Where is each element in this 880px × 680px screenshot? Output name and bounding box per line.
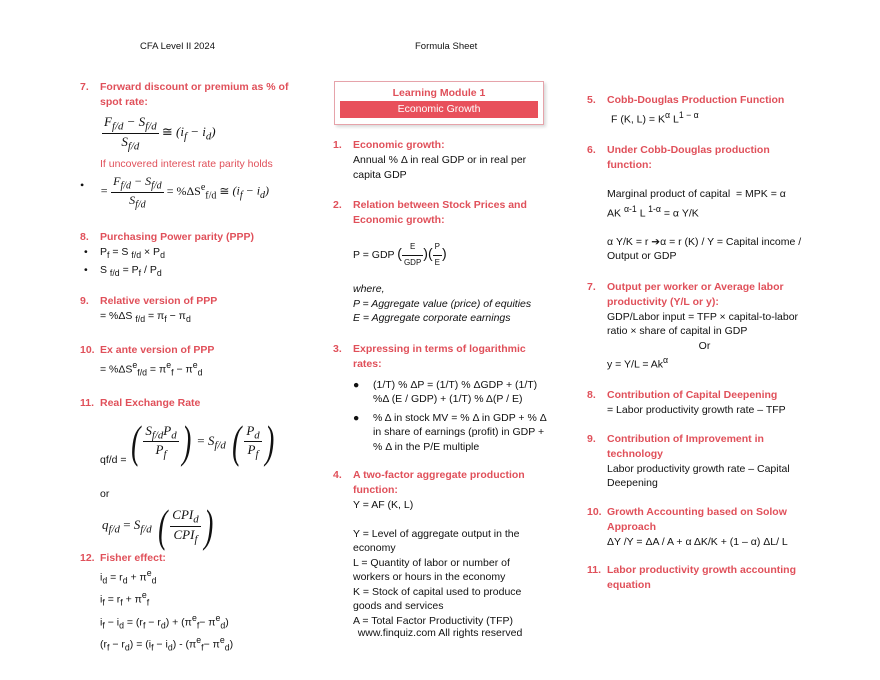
learning-module-subtitle: Economic Growth — [340, 101, 538, 118]
mid-section-4-heading: 4. A two-factor aggregate production fun… — [333, 469, 525, 496]
technology-body: Labor productivity growth rate – Capital… — [607, 462, 790, 490]
or-label: Or — [698, 339, 711, 352]
ppp-bullet-2: S f/d = Pf / Pd — [80, 263, 300, 281]
section-10-heading: 10. Ex ante version of PPP — [80, 343, 215, 356]
mid-section-1-body: Annual % Δ in real GDP or in real per ca… — [353, 154, 527, 181]
right-section-8-heading: 8. Contribution of Capital Deepening — [587, 389, 778, 401]
right-column: 5. Cobb-Douglas Production Function F (K… — [587, 93, 802, 593]
production-function-eq: Y = AF (K, L) — [353, 499, 414, 511]
right-section-11-heading: 11. Labor productivity growth accounting… — [587, 564, 796, 591]
output-per-worker-eq: y = Y/L = Akα — [607, 355, 669, 371]
log-bullet-1: ●(1/T) % ΔP = (1/T) % ΔGDP + (1/T) %Δ (E… — [353, 378, 538, 406]
fisher-line-3: if − id = (rf − rd) + (πef− πed) — [100, 612, 229, 631]
def-a: A = Total Factor Productivity (TFP) — [353, 614, 513, 627]
section-12-heading: 12. Fisher effect: — [80, 552, 166, 565]
output-per-worker-body: GDP/Labor input = TFP × capital-to-labor… — [607, 310, 799, 338]
capital-share-equation: α Y/K = r ➔α = r (K) / Y = Capital incom… — [607, 235, 802, 263]
learning-module-title: Learning Module 1 — [392, 87, 486, 99]
def-k: K = Stock of capital used to produce goo… — [353, 585, 522, 613]
section-11-heading: 11. Real Exchange Rate — [80, 396, 201, 409]
def-y: Y = Level of aggregate output in the eco… — [353, 527, 520, 555]
fisher-line-4: (rf − rd) = (if − id) - (πef− πed) — [100, 634, 234, 653]
uip-note: If uncovered interest rate parity holds — [100, 158, 273, 171]
left-column: 7. Forward discount or premium as % of s… — [80, 80, 300, 655]
right-section-9-heading: 9. Contribution of Improvement in techno… — [587, 432, 764, 460]
middle-column: 1. Economic growth: Annual % Δ in real G… — [333, 138, 548, 628]
ppp-bullet-1: Pf = S f/d × Pd — [80, 245, 300, 263]
mid-section-3-heading: 3. Expressing in terms of logarithmic ra… — [333, 342, 526, 370]
log-bullet-2: ●% Δ in stock MV = % Δ in GDP + % Δ in s… — [353, 411, 547, 453]
right-section-7-heading: 7. Output per worker or Average labor pr… — [587, 280, 784, 308]
section-7-heading: 7. Forward discount or premium as % of s… — [80, 81, 289, 108]
or-text: or — [100, 487, 110, 500]
section-8-heading: 8. Purchasing Power parity (PPP) — [80, 230, 255, 243]
def-l: L = Quantity of labor or number of worke… — [353, 556, 510, 584]
p-definition: P = Aggregate value (price) of equities — [353, 297, 532, 310]
exante-ppp-body: = %ΔSef/d = πef − πed — [100, 359, 203, 378]
learning-module-box: Learning Module 1 Economic Growth — [334, 81, 544, 125]
right-section-10-heading: 10. Growth Accounting based on Solow App… — [587, 505, 787, 533]
mpk-equation: Marginal product of capital = MPK = α AK… — [607, 188, 786, 219]
fisher-line-2: if = rf + πef — [100, 590, 150, 609]
cobb-douglas-eq: F (K, L) = Kα L1 − α — [611, 110, 699, 126]
relative-ppp-body: = %ΔS f/d = πf − πd — [100, 310, 191, 325]
right-section-5-heading: 5. Cobb-Douglas Production Function — [587, 94, 785, 106]
right-section-6-heading: 6. Under Cobb-Douglas production functio… — [587, 144, 770, 171]
where-label: where, — [353, 283, 385, 295]
section-9-heading: 9. Relative version of PPP — [80, 295, 218, 308]
footer-copyright: www.finquiz.com All rights reserved — [357, 627, 523, 639]
mid-section-2-heading: 2. Relation between Stock Prices and Eco… — [333, 199, 527, 226]
doc-header-center: Formula Sheet — [415, 41, 478, 52]
solow-equation: ΔY /Y = ΔA / A + α ΔK/K + (1 – α) ΔL/ L — [607, 535, 788, 548]
e-definition: E = Aggregate corporate earnings — [353, 312, 511, 324]
doc-header-left: CFA Level II 2024 — [140, 41, 215, 52]
capital-deepening-body: = Labor productivity growth rate – TFP — [607, 404, 786, 416]
mid-section-1-heading: 1. Economic growth: — [333, 139, 445, 151]
fisher-line-1: id = rd + πed — [100, 568, 157, 586]
